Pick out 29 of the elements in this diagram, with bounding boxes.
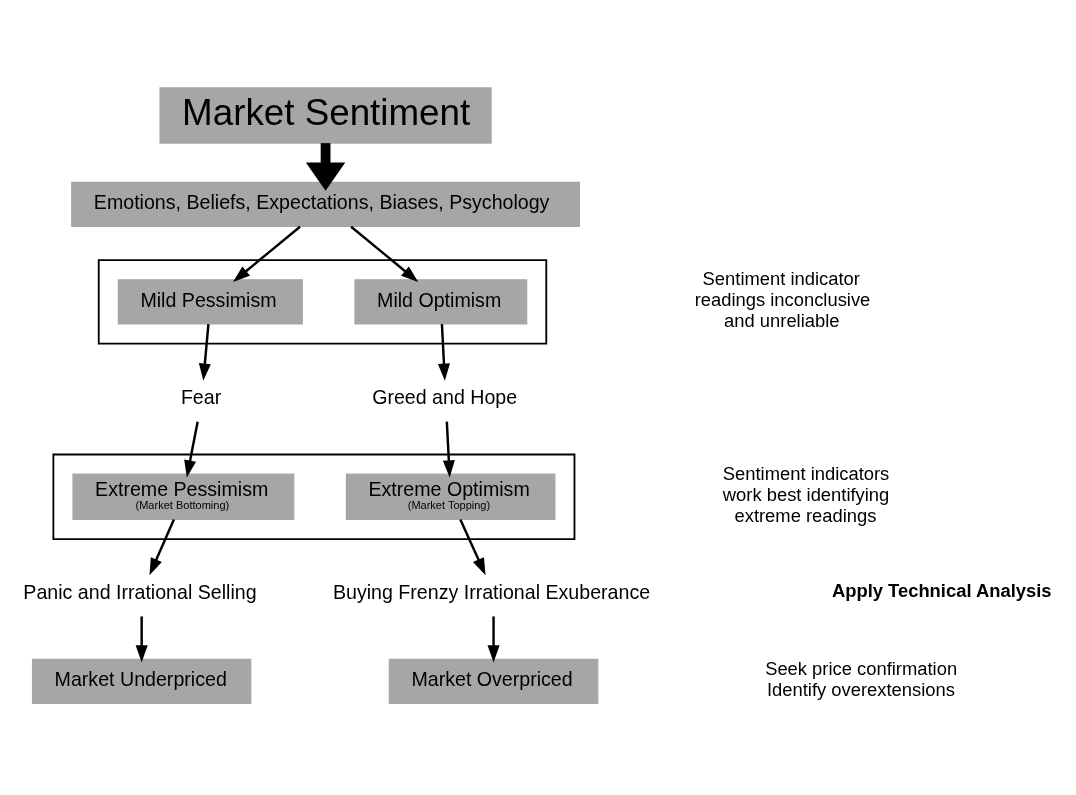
node-box: Extreme Optimism (Market Topping) bbox=[345, 473, 556, 521]
arrow bbox=[198, 324, 211, 381]
node-box: Emotions, Beliefs, Expectations, Biases, Psychology bbox=[71, 181, 580, 228]
label: Sentiment indicators work best identifying extreme readings bbox=[722, 463, 890, 526]
label: Seek price confirmation Identify overextensions bbox=[765, 658, 958, 701]
label: Apply Technical Analysis bbox=[831, 580, 1052, 602]
node-text: Panic and Irrational Selling bbox=[23, 580, 257, 603]
node-box: Market Overpriced bbox=[388, 658, 599, 705]
arrow bbox=[442, 421, 455, 478]
cluster bbox=[52, 453, 576, 541]
node-box: Extreme Pessimism (Market Bottoming) bbox=[72, 473, 295, 521]
arrow bbox=[305, 143, 346, 191]
node-box: Mild Optimism bbox=[354, 279, 528, 325]
cluster bbox=[97, 259, 548, 345]
arrow bbox=[149, 519, 175, 576]
label: Sentiment indicator readings inconclusive and unreliable bbox=[694, 268, 871, 331]
node-text: Buying Frenzy Irrational Exuberance bbox=[332, 580, 651, 603]
arrow bbox=[232, 225, 301, 282]
node-text: Greed and Hope bbox=[372, 386, 518, 408]
arrow bbox=[459, 519, 486, 576]
arrow bbox=[184, 421, 199, 478]
arrow bbox=[135, 616, 148, 663]
node-box: Market Underpriced bbox=[31, 658, 252, 705]
node-text: Fear bbox=[180, 386, 222, 408]
arrow bbox=[350, 225, 419, 282]
node-box: Mild Pessimism bbox=[117, 279, 303, 325]
arrow bbox=[437, 324, 450, 381]
node-box: Market Sentiment bbox=[159, 87, 492, 144]
arrow bbox=[487, 616, 500, 663]
